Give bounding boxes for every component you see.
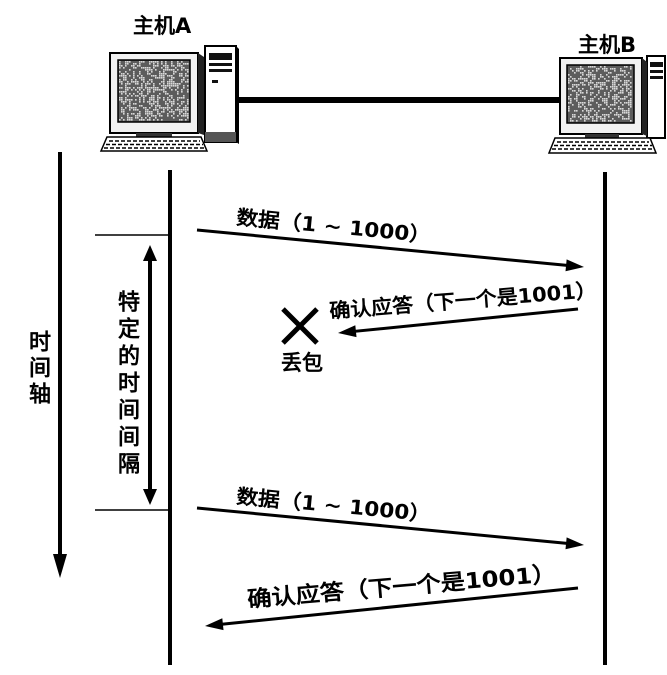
host-b-tower	[646, 55, 666, 139]
host-b-drive-bay	[650, 62, 663, 67]
message-1-arrow	[196, 228, 570, 268]
message-2-label: 确认应答（下一个是1001）	[329, 278, 598, 323]
message-1-arrow-head	[565, 259, 584, 272]
message-4-arrow-head	[205, 618, 224, 631]
host-a-tower-side	[236, 46, 239, 144]
host-a-tower	[204, 45, 237, 143]
host-a-power-button	[212, 80, 218, 83]
host-b-monitor-side	[642, 58, 647, 136]
message-3-arrow	[196, 506, 570, 546]
host-a-monitor-side	[198, 53, 204, 135]
interval-label: 特定的时间间隔	[114, 290, 139, 479]
host-a-keyboard-keys	[104, 140, 205, 149]
packet-loss-label: 丢包	[281, 351, 323, 375]
x-mark-icon	[281, 307, 319, 345]
host-a-label: 主机A	[133, 14, 192, 38]
message-2-arrow-head	[338, 325, 357, 338]
x-mark-stroke	[281, 307, 319, 345]
host-b-screen-noise	[568, 66, 632, 122]
time-axis-arrow-head	[53, 554, 67, 578]
host-b-keyboard-keys	[552, 141, 654, 150]
host-b-computer-icon	[547, 55, 666, 154]
message-4-arrow	[219, 586, 579, 627]
message-3-arrow-head	[565, 537, 584, 550]
host-a-tower-base	[205, 132, 236, 142]
message-2-arrow	[352, 307, 579, 334]
host-a-drive-slot	[209, 63, 232, 66]
host-a-screen-noise	[119, 61, 189, 121]
host-b-label: 主机B	[578, 33, 636, 57]
host-b-drive-slot	[650, 76, 663, 79]
interval-double-arrow-head-end	[143, 489, 157, 505]
host-b-drive-slot	[650, 70, 663, 73]
host-a-monitor-stand	[136, 133, 172, 137]
interval-double-arrow-head-start	[143, 245, 157, 261]
host-a-computer-icon	[99, 45, 239, 152]
host-b-monitor-stand	[585, 134, 619, 138]
host-a-drive-bay	[209, 53, 232, 60]
host-a-drive-slot	[209, 69, 232, 72]
message-1-label: 数据（1 ~ 1000）	[236, 205, 432, 247]
time-axis-label: 时间轴	[25, 330, 50, 408]
